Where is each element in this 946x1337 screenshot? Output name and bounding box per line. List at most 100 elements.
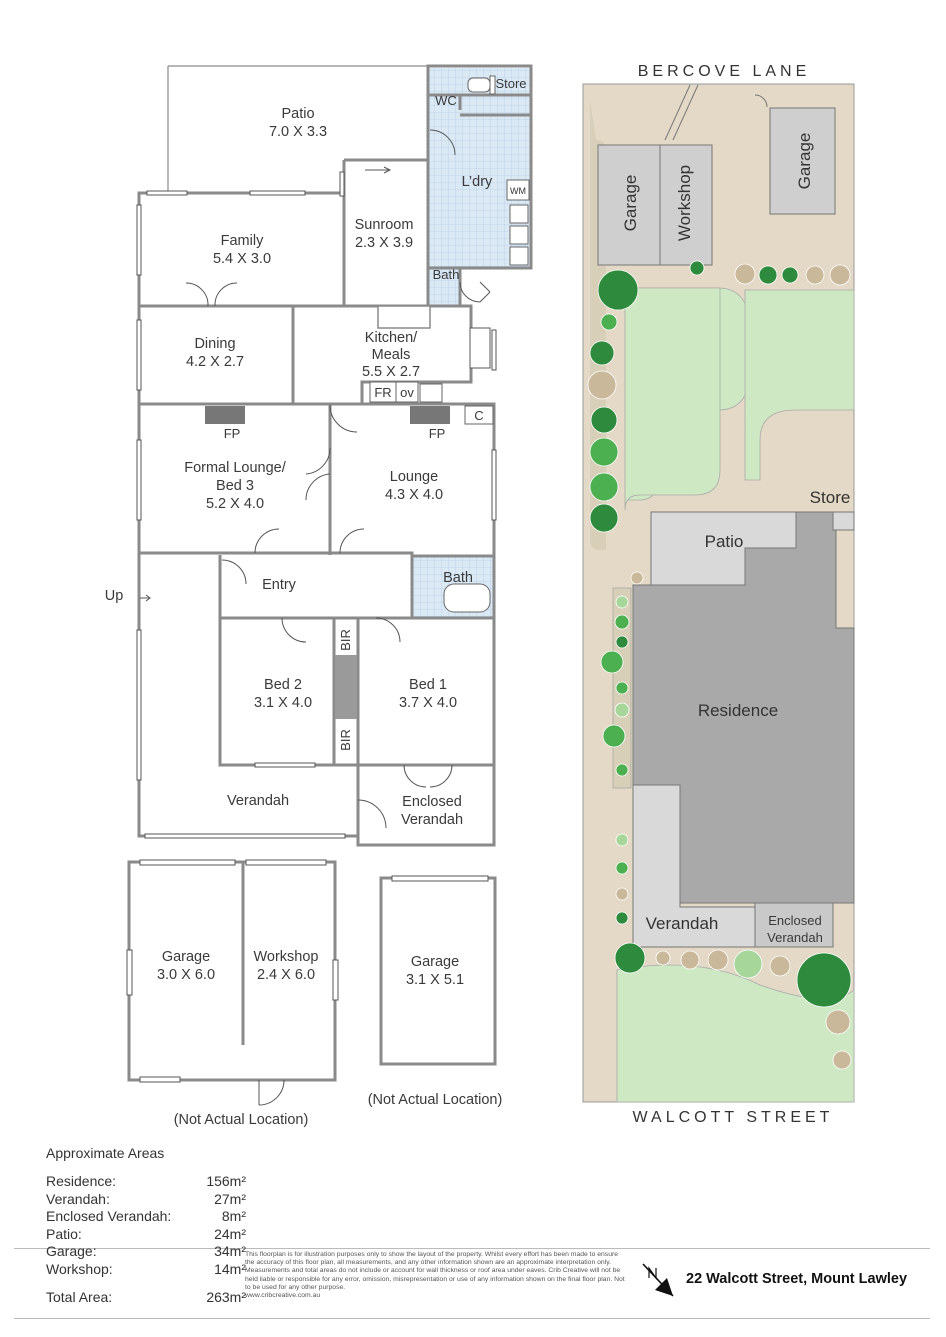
bed1-label: Bed 1 [409, 677, 447, 693]
door-swings [140, 129, 491, 829]
cupboard-label: C [474, 408, 483, 423]
not-actual-location-2: (Not Actual Location) [368, 1092, 503, 1108]
footer-rule-bottom [14, 1318, 930, 1319]
site-enclosed-label-2: Verandah [767, 930, 823, 945]
bath-upper-label: Bath [433, 267, 460, 282]
enclosed-verandah-label-2: Verandah [401, 812, 463, 828]
area-value: 156m² [206, 1173, 246, 1189]
site-workshop-label: Workshop [675, 165, 694, 241]
sunroom-label: Sunroom [355, 217, 414, 233]
wc-label: WC [435, 93, 457, 108]
site-verandah-label: Verandah [646, 914, 719, 933]
area-label: Garage: [46, 1243, 97, 1260]
approximate-areas: Approximate Areas Residence: 156m² Verand… [46, 1145, 246, 1306]
area-row: Verandah: 27m² [46, 1191, 246, 1209]
garage-b-size: 3.1 X 5.1 [406, 972, 464, 988]
site-garage2-label: Garage [795, 133, 814, 190]
fridge-label: FR [374, 385, 391, 400]
fixtures [205, 75, 530, 613]
fireplace-label-2: FP [429, 426, 446, 441]
dining-size: 4.2 X 2.7 [186, 354, 244, 370]
dining-label: Dining [194, 336, 235, 352]
lounge-size: 4.3 X 4.0 [385, 487, 443, 503]
site-residence-label: Residence [698, 701, 778, 720]
area-row: Garage: 34m² [46, 1243, 246, 1261]
bath-upper-tile [428, 268, 460, 306]
site-patio-label: Patio [705, 532, 744, 551]
area-row: Patio: 24m² [46, 1226, 246, 1244]
enclosed-verandah-label-1: Enclosed [402, 794, 462, 810]
disclaimer-text: This floorplan is for illustration purpo… [245, 1251, 625, 1291]
area-value: 34m² [214, 1243, 246, 1260]
kitchen-label-1: Kitchen/ [365, 330, 418, 346]
formal-lounge-label-2: Bed 3 [216, 478, 254, 494]
family-label: Family [221, 233, 264, 249]
area-label: Enclosed Verandah: [46, 1208, 172, 1225]
entry-label: Entry [262, 577, 297, 593]
patio-label: Patio [281, 106, 314, 122]
area-row: Residence: 156m² [46, 1173, 246, 1191]
oven-label: ov [400, 385, 414, 400]
area-row: Workshop: 14m² [46, 1261, 246, 1279]
outbuilding-walls [126, 859, 497, 1106]
site-enclosed-label-1: Enclosed [768, 913, 821, 928]
room-labels: Patio 7.0 X 3.3 WC Store L’dry WM Family… [105, 76, 527, 1128]
house-walls [137, 64, 533, 847]
area-value: 27m² [214, 1190, 246, 1207]
area-label: Residence: [46, 1173, 117, 1189]
family-size: 5.4 X 3.0 [213, 251, 271, 267]
site-garage1-label: Garage [621, 175, 640, 232]
bed1-size: 3.7 X 4.0 [399, 695, 457, 711]
site-labels: BERCOVE LANE WALCOTT STREET Garage Works… [621, 63, 850, 1126]
kitchen-size: 5.5 X 2.7 [362, 364, 420, 380]
property-address: 22 Walcott Street, Mount Lawley [686, 1271, 908, 1287]
workshop-size: 2.4 X 6.0 [257, 967, 315, 983]
bir-label-1: BIR [338, 629, 353, 651]
site-trees [587, 260, 852, 1070]
garage-a-size: 3.0 X 6.0 [157, 967, 215, 983]
footer-rule-top [14, 1248, 930, 1249]
bir-label-2: BIR [338, 729, 353, 751]
bed2-size: 3.1 X 4.0 [254, 695, 312, 711]
windows [136, 171, 497, 839]
area-label: Workshop: [46, 1260, 113, 1277]
bed2-label: Bed 2 [264, 677, 302, 693]
sunroom-size: 2.3 X 3.9 [355, 235, 413, 251]
area-value: 14m² [214, 1260, 246, 1277]
fireplace-label-1: FP [224, 426, 241, 441]
formal-lounge-size: 5.2 X 4.0 [206, 496, 264, 512]
formal-lounge-label-1: Formal Lounge/ [184, 460, 287, 476]
wm-label: WM [510, 186, 526, 196]
area-label: Verandah: [46, 1190, 110, 1207]
bercove-lane-label: BERCOVE LANE [638, 63, 810, 80]
area-row: Enclosed Verandah: 8m² [46, 1208, 246, 1226]
lounge-label: Lounge [390, 469, 438, 485]
site-plan [582, 83, 855, 1103]
verandah-label: Verandah [227, 793, 289, 809]
kitchen-bench [377, 305, 431, 329]
garage-a-label: Garage [162, 949, 210, 965]
up-label: Up [105, 588, 124, 604]
laundry-label: L’dry [462, 174, 493, 190]
patio-size: 7.0 X 3.3 [269, 124, 327, 140]
disclaimer: This floorplan is for illustration purpo… [245, 1251, 625, 1300]
area-label: Patio: [46, 1225, 82, 1242]
area-total-label: Total Area: [46, 1288, 113, 1305]
garage-b-label: Garage [411, 954, 459, 970]
bath-lower-label: Bath [443, 570, 473, 586]
north-arrow-icon [642, 1263, 674, 1297]
areas-title: Approximate Areas [46, 1145, 165, 1161]
store-label: Store [495, 76, 526, 91]
area-total-row: Total Area: 263m² [46, 1289, 246, 1307]
walcott-street-label: WALCOTT STREET [633, 1109, 834, 1126]
bir-divider [335, 655, 357, 719]
not-actual-location-1: (Not Actual Location) [174, 1112, 309, 1128]
site-store-label: Store [810, 488, 851, 507]
area-value: 8m² [221, 1208, 246, 1225]
area-total-value: 263m² [206, 1288, 246, 1305]
website-link[interactable]: www.cribcreative.com.au [245, 1292, 321, 1300]
area-value: 24m² [214, 1225, 246, 1242]
workshop-label: Workshop [253, 949, 318, 965]
kitchen-label-2: Meals [372, 347, 411, 363]
